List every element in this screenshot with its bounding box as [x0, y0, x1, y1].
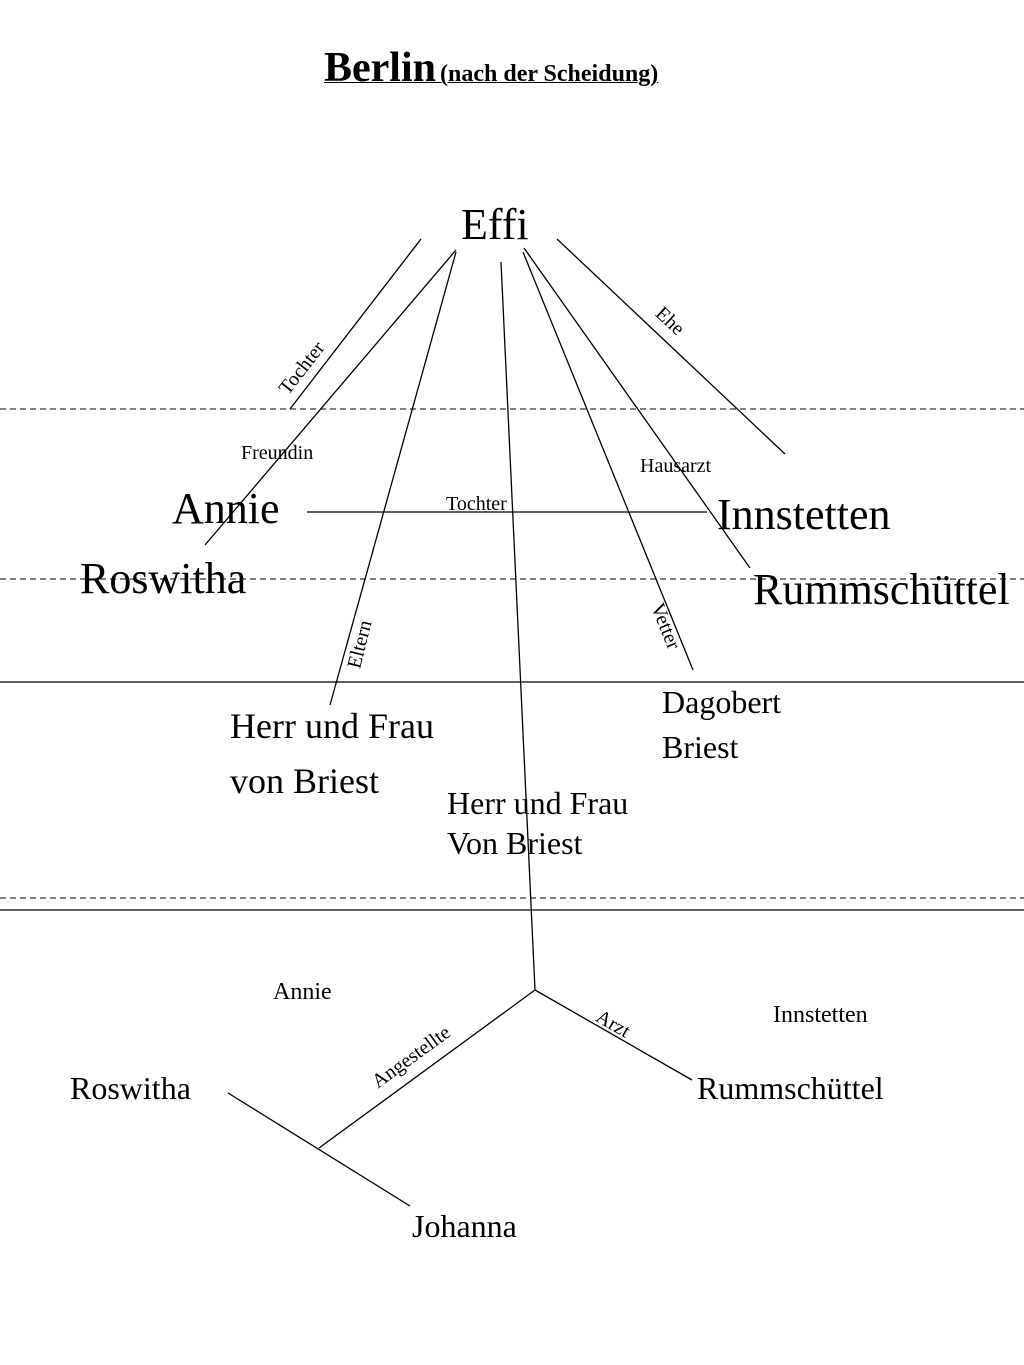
node-effi: Effi — [461, 200, 529, 249]
edge-roswitha-johanna — [227, 1092, 411, 1207]
edge-effi-dagobert — [522, 251, 694, 671]
node-dagobert-line1: Dagobert — [662, 684, 782, 720]
edge-label-hausarzt: Hausarzt — [640, 455, 712, 477]
edge-effi-annie — [289, 238, 422, 410]
node-eltern-line1: Herr und Frau — [230, 706, 434, 746]
edge-effi-eltern — [329, 251, 457, 706]
node-annie-lower: Annie — [273, 979, 332, 1005]
edge-effi-roswitha — [204, 249, 457, 546]
title-sub: (nach der Scheidung) — [440, 61, 659, 87]
page-title: Berlin (nach der Scheidung) — [324, 44, 658, 92]
edge-hub-left — [318, 989, 536, 1149]
edge-label-tochter-horiz: Tochter — [446, 493, 507, 515]
node-annie: Annie — [172, 484, 280, 533]
node-briest-small-line2: Von Briest — [447, 825, 583, 861]
edge-hub-rummschuettel — [534, 989, 693, 1081]
edge-effi-rummschuettel — [523, 247, 751, 569]
node-dagobert-line2: Briest — [662, 729, 739, 765]
edge-effi-lower-hub — [500, 261, 536, 991]
node-roswitha: Roswitha — [80, 554, 247, 603]
node-johanna: Johanna — [412, 1208, 517, 1244]
edge-label-freundin: Freundin — [241, 442, 314, 464]
node-innstetten-lower: Innstetten — [773, 1002, 868, 1028]
node-rummschuettel-lower: Rummschüttel — [697, 1070, 884, 1106]
node-roswitha-lower: Roswitha — [70, 1070, 191, 1106]
node-rummschuettel: Rummschüttel — [753, 565, 1010, 614]
node-innstetten: Innstetten — [717, 490, 891, 539]
edge-effi-innstetten — [556, 238, 786, 455]
node-briest-small-line1: Herr und Frau — [447, 785, 629, 821]
node-eltern-line2: von Briest — [230, 761, 379, 801]
title-main: Berlin — [324, 45, 436, 91]
